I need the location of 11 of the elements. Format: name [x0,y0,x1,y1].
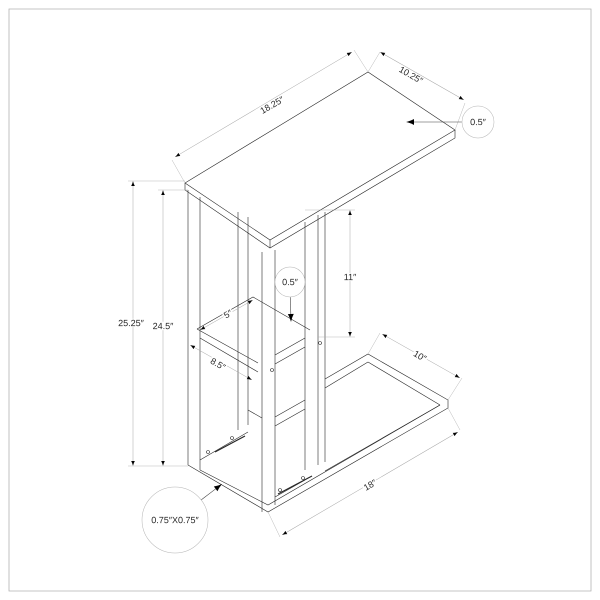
dimension-label: 8.5″ [208,356,228,372]
dimension-label: 18″ [361,478,379,492]
leader-line [288,296,294,322]
dimension-label: 24.5″ [152,322,174,330]
dimension-label: 25.25″ [117,318,145,328]
dimension-label: 10.25″ [396,64,426,86]
dimension-label: 5″ [222,308,234,320]
dimension-label: 11″ [342,272,358,282]
dimension-label: 10″ [411,348,429,364]
leader-line [201,484,222,500]
leader-line [406,119,462,125]
